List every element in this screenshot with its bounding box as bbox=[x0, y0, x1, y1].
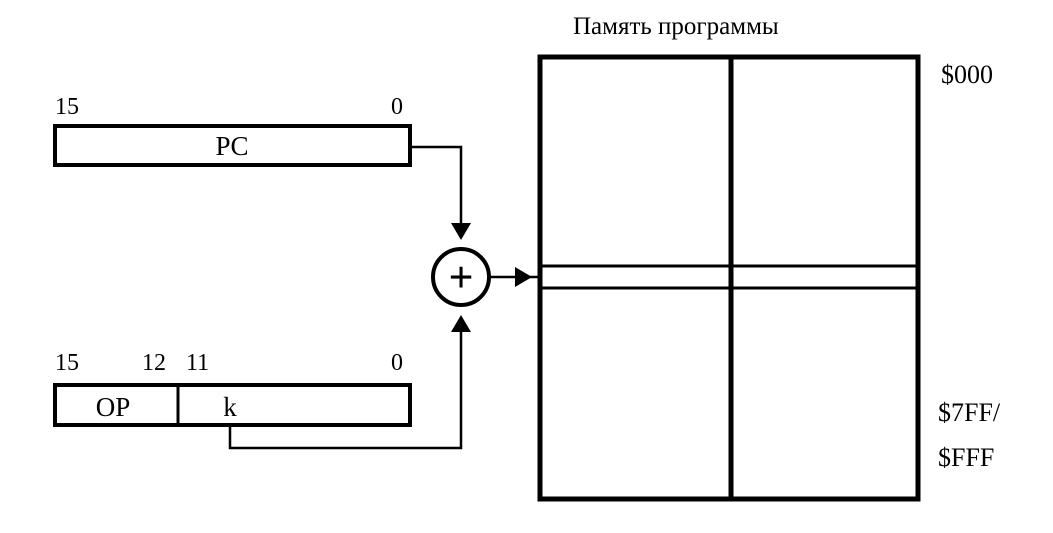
instr-bit-12-label: 12 bbox=[142, 350, 166, 376]
arrowhead-up-icon bbox=[451, 315, 471, 332]
pc-to-adder-wire bbox=[410, 145, 463, 226]
adder-plus-icon: + bbox=[448, 253, 473, 302]
address-end-label-line2: $FFF bbox=[938, 443, 994, 472]
pc-bit-high-label: 15 bbox=[55, 94, 79, 120]
instr-bit-15-label: 15 bbox=[55, 350, 79, 376]
pc-field-label: PC bbox=[215, 131, 248, 161]
instr-bit-0-label: 0 bbox=[391, 350, 403, 376]
pc-register-box bbox=[53, 124, 412, 167]
pc-bit-low-label: 0 bbox=[391, 94, 403, 120]
memory-title: Память программы bbox=[573, 13, 779, 40]
arrowhead-down-icon bbox=[451, 223, 471, 240]
arrowhead-right-icon bbox=[515, 267, 532, 287]
instruction-register-box bbox=[53, 383, 412, 427]
op-field-label: OP bbox=[96, 392, 131, 422]
k-field-label: k bbox=[223, 392, 237, 422]
instr-bit-11-label: 11 bbox=[186, 350, 209, 376]
adder-circle bbox=[431, 247, 491, 307]
address-start-label: $000 bbox=[941, 60, 993, 89]
k-to-adder-wire bbox=[228, 330, 463, 450]
address-end-label-line1: $7FF/ bbox=[938, 398, 1001, 427]
